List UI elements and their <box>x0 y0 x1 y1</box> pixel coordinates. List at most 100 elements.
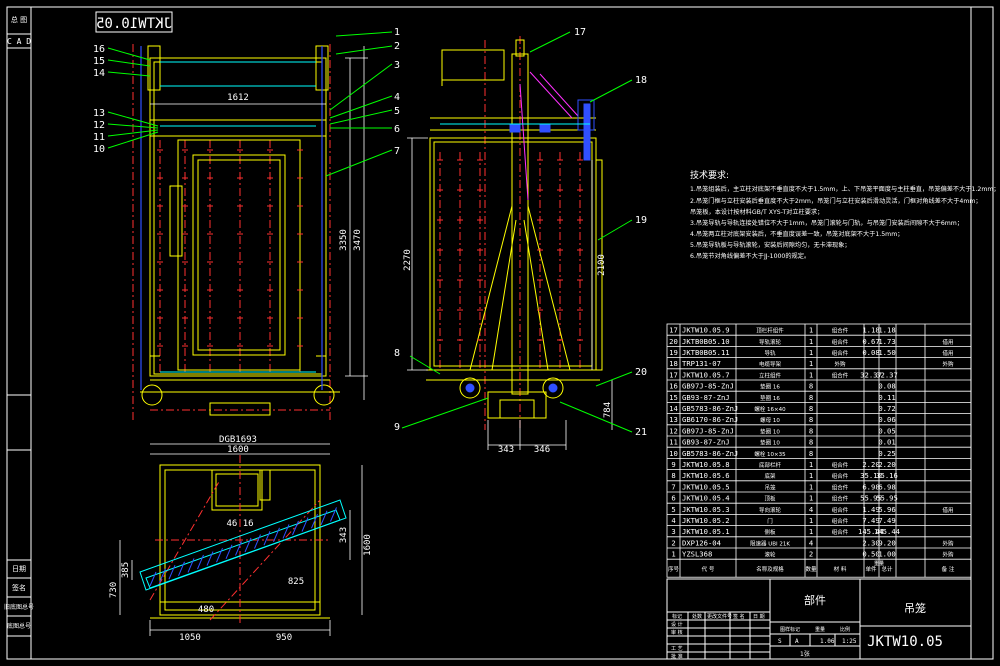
bom-cell-code: JKTW10.05.3 <box>682 505 730 514</box>
bom-cell-no: 7 <box>671 482 675 491</box>
balloon-14: 14 <box>93 68 105 79</box>
balloon-8: 8 <box>394 348 400 359</box>
bom-cell-unit: 2.30 <box>862 538 879 547</box>
bom-cell-qty: 1 <box>809 460 813 469</box>
bom-cell-name: 顶栏杆组件 <box>756 327 784 335</box>
bom-cell-no: 8 <box>671 471 675 480</box>
bom-cell-name: 电缆导架 <box>759 360 782 368</box>
strip-label-date: 日期 <box>12 565 26 573</box>
bom-cell-total: 1.18 <box>878 326 895 335</box>
bom-cell-unit: 2.20 <box>862 460 879 469</box>
note-line-2: 2.吊笼门框与立柱安装后垂直度不大于2mm，吊笼门与立柱安装后滑动灵活，门框对角… <box>690 197 982 205</box>
bom-cell-qty: 1 <box>809 337 813 346</box>
strip-top-label: 总 图 <box>11 15 27 24</box>
bom-cell-total: 0.06 <box>878 415 895 424</box>
balloon-5: 5 <box>394 106 400 117</box>
bom-cell-mat: 组合件 <box>832 472 849 480</box>
bom-cell-name: 底部栏杆 <box>759 461 782 469</box>
bom-cell-total: 5.96 <box>878 505 895 514</box>
bom-cell-name: 螺栓 16×40 <box>754 405 786 413</box>
balloon-17: 17 <box>574 27 586 38</box>
part-name: 吊笼 <box>904 601 926 615</box>
bom-cell-code: JKTB0B05.11 <box>682 348 730 357</box>
hatch-line <box>292 520 299 536</box>
notes-title: 技术要求: <box>690 169 729 181</box>
bom-cell-total: 6.98 <box>878 482 895 491</box>
hatch-line <box>311 514 318 529</box>
bom-cell-total: 0.08 <box>878 382 895 391</box>
plan-diagonal-beam <box>139 499 347 591</box>
bom-cell-total: 0.11 <box>878 393 895 402</box>
bom-cell-code: GB6170-86-ZnJ <box>682 415 738 424</box>
balloon-10: 10 <box>93 144 105 155</box>
dim-side-343: 343 <box>498 445 514 455</box>
bom-cell-code: GB93-87-ZnJ <box>682 438 730 447</box>
bom-cell-total: 1.00 <box>878 550 895 559</box>
side-balloon-numbers: 17 18 19 20 21 <box>574 27 647 438</box>
dim-plan-825: 825 <box>288 577 304 587</box>
hatch-line <box>178 561 185 576</box>
tb-label-count: 处数 <box>692 613 702 620</box>
dim-side-2270: 2270 <box>403 249 413 271</box>
bom-cell-qty: 1 <box>809 471 813 480</box>
bom-cell-qty: 1 <box>809 326 813 335</box>
balloon-9: 9 <box>394 422 400 433</box>
bom-cell-total: 0.25 <box>878 449 895 458</box>
bom-cell-code: GB5783-86-ZnJ <box>682 404 738 413</box>
bom-cell-name: 导轨 <box>764 349 776 357</box>
bom-cell-no: 15 <box>669 393 678 402</box>
bom-cell-no: 20 <box>669 337 678 346</box>
tb-label-sign: 签 名 <box>733 613 745 620</box>
bom-header-total: 总计 <box>881 565 893 573</box>
balloon-18: 18 <box>635 75 647 86</box>
hatch-line <box>273 527 280 542</box>
dim-plan-overall: DGB1693 <box>219 435 257 445</box>
bom-header: 序号代 号名称及规格数量材 料单件总计备 注重量 <box>668 560 955 573</box>
tb-weight-label: 重量 <box>815 626 825 633</box>
bom-cell-total: 1.50 <box>878 348 895 357</box>
bom-cell-name: 垫圈 16 <box>760 394 780 402</box>
drawing-number: JKTW10.05 <box>867 634 943 650</box>
bom-cell-no: 2 <box>671 538 675 547</box>
bom-cell-note: 外购 <box>942 539 954 547</box>
hatch-line <box>168 565 176 580</box>
bom-cell-mat: 组合件 <box>832 495 849 503</box>
bom-cell-code: JKTW10.05.5 <box>682 482 730 491</box>
tb-scale-label: 比例 <box>840 626 850 633</box>
bom-cell-total: 0.72 <box>878 404 895 413</box>
bom-cell-qty: 8 <box>809 404 813 413</box>
bom-cell-code: JKTW10.05.8 <box>682 460 730 469</box>
bom-cell-qty: 4 <box>809 538 813 547</box>
bom-cell-mat: 组合件 <box>832 349 849 357</box>
tb-sheet: 1张 <box>800 650 810 658</box>
bom-cell-no: 6 <box>671 494 675 503</box>
bom-cell-name: 垫圈 10 <box>760 439 780 447</box>
bom-cell-name: 侧板 <box>764 528 776 536</box>
note-line-6: 5.吊笼导轨板与导轨滚轮，安装后间隙均匀，无卡滞现象； <box>690 241 851 249</box>
plan-hatch <box>149 507 337 587</box>
side-view: 2270 2100 784 343 346 17 18 19 20 21 <box>401 27 647 455</box>
note-line-5: 4.吊笼两立柱对底架安装后，不垂直度误差一致，吊笼对底架不大于1.5mm； <box>690 230 903 238</box>
dim-plan-480: 480 <box>198 605 214 615</box>
bom-header-code: 代 号 <box>702 565 715 573</box>
balloon-19: 19 <box>635 215 647 226</box>
bom-cell-name: 门 <box>767 517 773 525</box>
bom-cell-no: 17 <box>669 370 678 379</box>
bom-cell-code: GB97J-85-ZnJ <box>682 382 734 391</box>
bom-cell-total: 35.16 <box>876 471 898 480</box>
bom-cell-total: 0.05 <box>878 426 895 435</box>
bom-cell-name: 滚轮 <box>764 551 776 559</box>
side-cable-guide <box>519 71 579 201</box>
balloon-20: 20 <box>635 367 647 378</box>
balloon-1: 1 <box>394 27 400 38</box>
balloon-15: 15 <box>93 56 105 67</box>
tb-label-date: 日 期 <box>753 614 765 620</box>
